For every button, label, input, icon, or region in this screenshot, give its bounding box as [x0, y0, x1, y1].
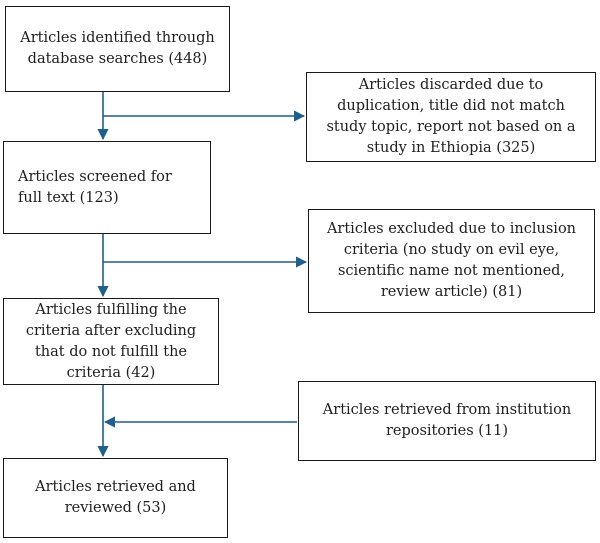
box-articles-excluded-text: Articles excluded due to inclusion crite…: [326, 221, 577, 300]
box-articles-discarded-text: Articles discarded due to duplication, t…: [326, 77, 576, 156]
box-articles-reviewed-text: Articles retrieved and reviewed (53): [35, 479, 196, 516]
box-articles-screened-text: Articles screened for full text (123): [18, 168, 172, 206]
box-articles-repositories: Articles retrieved from institution repo…: [298, 381, 596, 461]
box-articles-fulfilling: Articles fulfilling the criteria after e…: [3, 298, 219, 385]
box-articles-discarded: Articles discarded due to duplication, t…: [306, 72, 596, 162]
box-articles-identified: Articles identified through database sea…: [5, 6, 230, 92]
box-articles-identified-text: Articles identified through database sea…: [20, 30, 215, 67]
box-articles-reviewed: Articles retrieved and reviewed (53): [3, 458, 228, 538]
box-articles-excluded: Articles excluded due to inclusion crite…: [308, 209, 595, 313]
box-articles-repositories-text: Articles retrieved from institution repo…: [322, 402, 572, 439]
box-articles-fulfilling-text: Articles fulfilling the criteria after e…: [25, 301, 197, 381]
box-articles-screened: Articles screened for full text (123): [3, 141, 211, 234]
